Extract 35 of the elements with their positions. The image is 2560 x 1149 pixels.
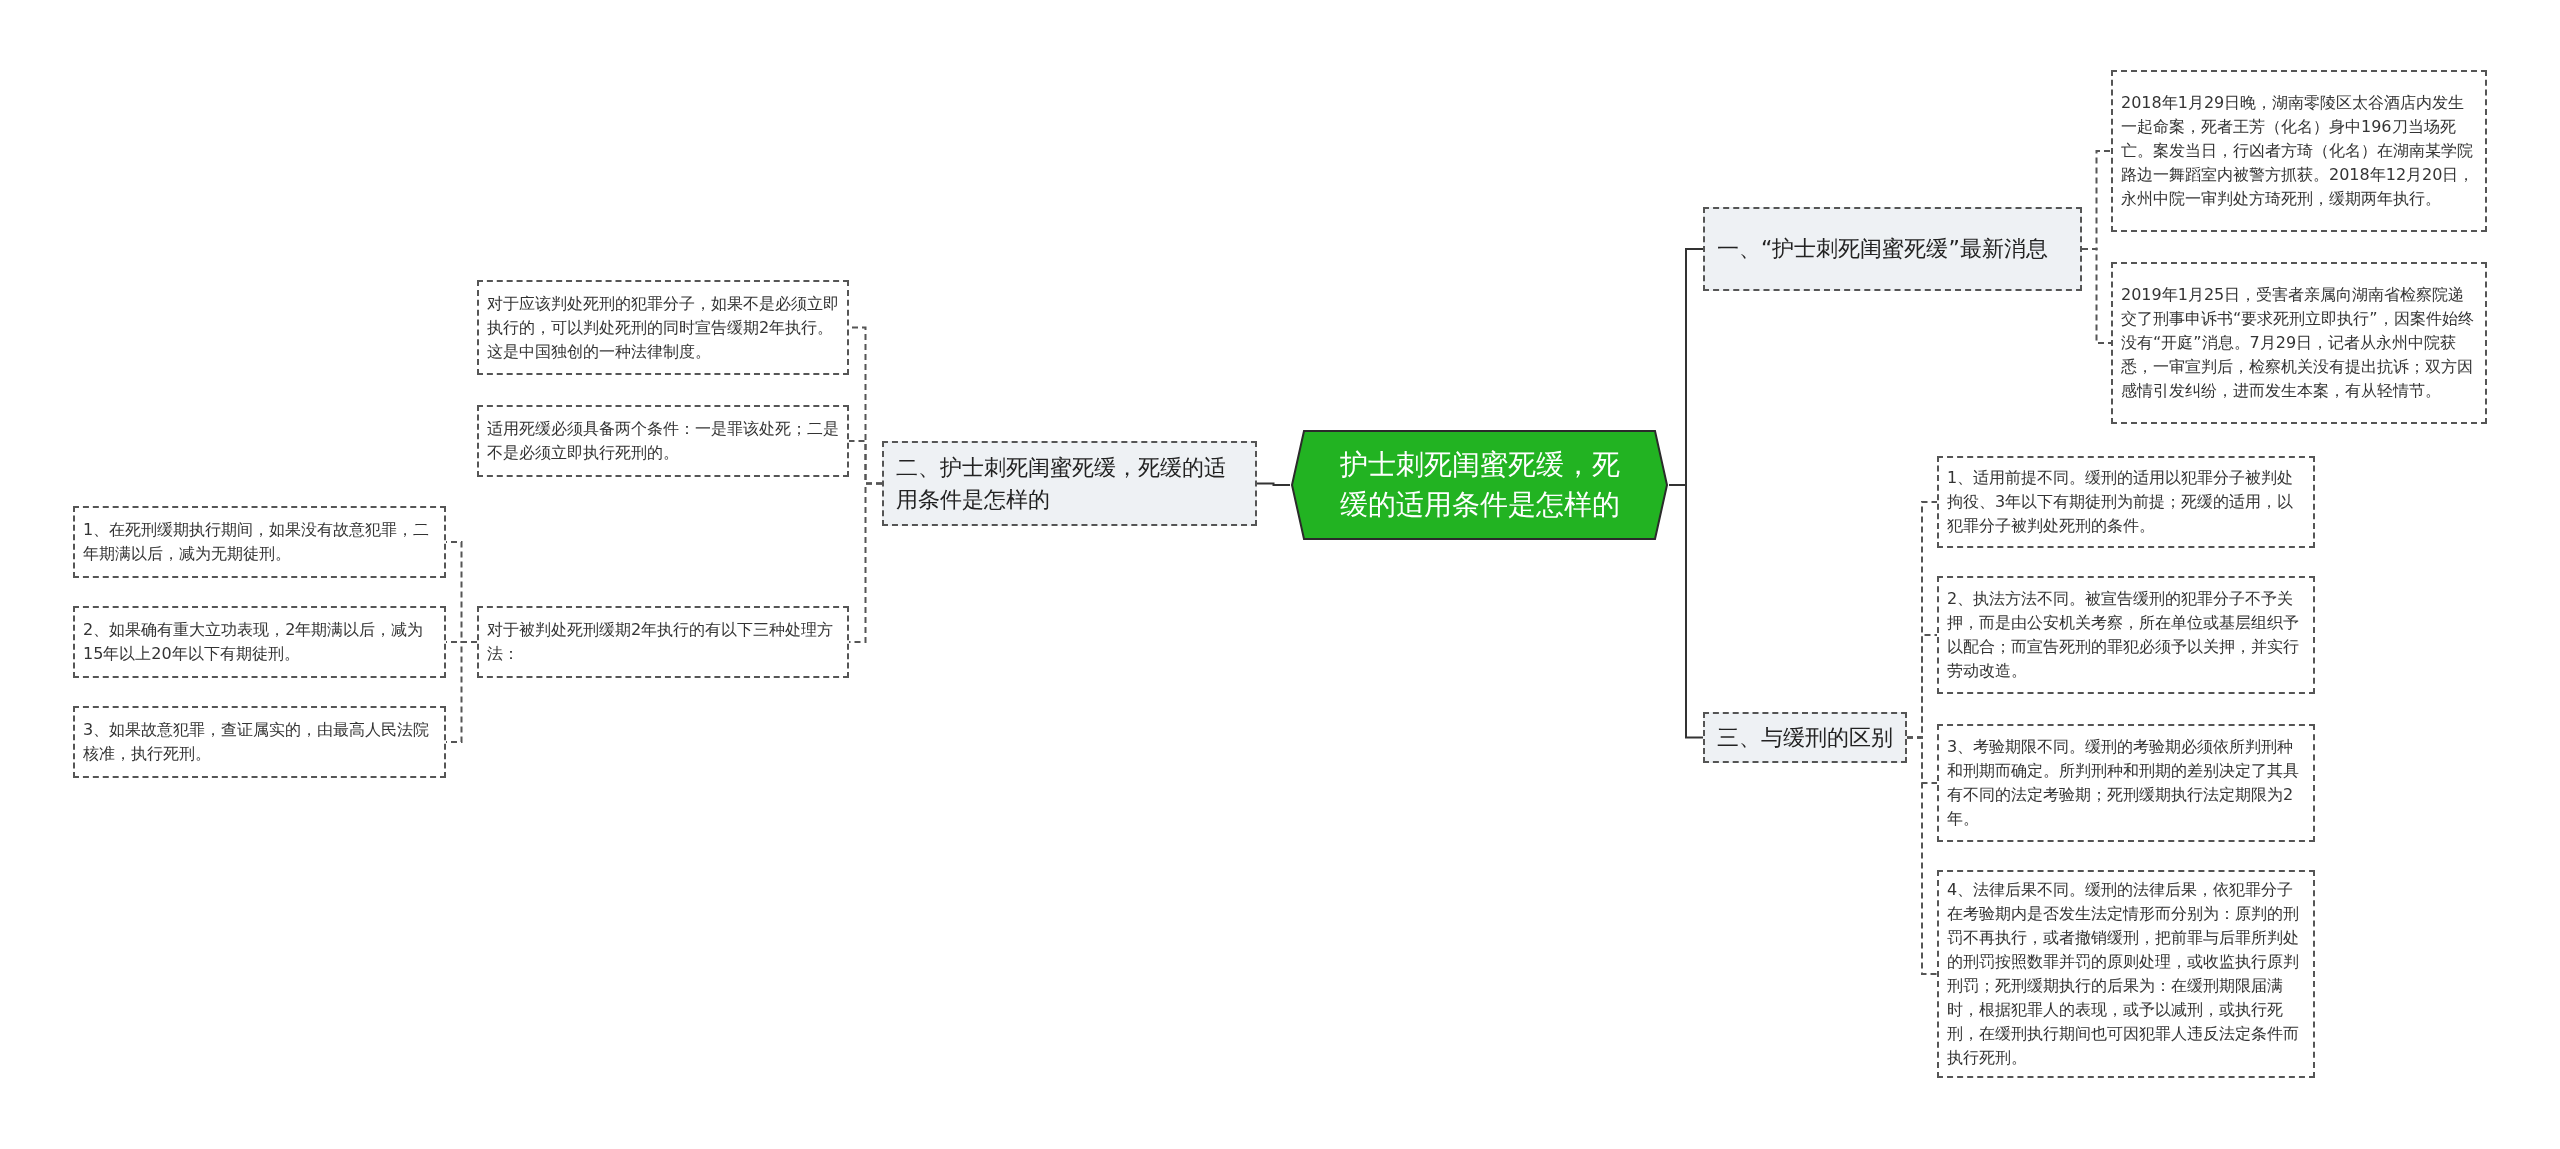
topic-hexagon [1290,429,1669,541]
note-box [1937,724,2315,842]
node-text: 3、考验期限不同。缓刑的考验期必须依所判刑种和刑期而确定。所判刑种和刑期的差别决定了其具有不同的法定考验期；死刑缓期执行法定期限为2年。 [1947,736,2300,830]
node-text: 1、在死刑缓期执行期间，如果没有故意犯罪，二年期满以后，减为无期徒刑。 [83,519,431,565]
node-text: 护士刺死闺蜜死缓，死缓的适用条件是怎样的 [1338,447,1621,523]
note-box [73,506,446,578]
note-box [477,280,849,375]
note-box [2111,262,2487,424]
note-box [2111,70,2487,232]
node-text: 2、如果确有重大立功表现，2年期满以后，减为15年以上20年以下有期徒刑。 [83,619,425,665]
node-text: 2、执法方法不同。被宣告缓刑的犯罪分子不予关押，而是由公安机关考察，所在单位或基层组织予以配合；而宣告死刑的罪犯必须予以关押，并实行劳动改造。 [1947,588,2300,682]
connector-line [2081,248,2112,344]
note-box [1937,576,2315,694]
node-text: 对于被判处死刑缓期2年执行的有以下三种处理方法： [487,619,835,665]
branch-topic [1703,712,1907,763]
node-text: 1、适用前提不同。缓刑的适用以犯罪分子被判处拘役、3年以下有期徒刑为前提；死缓的适用，以犯罪分子被判处死刑的条件。 [1947,467,2295,537]
node-text: 3、如果故意犯罪，查证属实的，由最高人民法院核准，执行死刑。 [83,719,431,765]
note-box [1937,456,2315,548]
connector-line [1256,482,1291,486]
branch-topic [1703,207,2082,291]
node-text: 2019年1月25日，受害者亲属向湖南省检察院递交了刑事申诉书“要求死刑立即执行”，因案件始终没有“开庭”消息。7月29日，记者从永州中院获悉，一审宣判后，检察机关没有提出抗诉；双方因感情引发纠纷，进而发生本案，有从轻情节。 [2121,284,2475,402]
note-box [477,405,849,477]
node-text: 4、法律后果不同。缓刑的法律后果，依犯罪分子在考验期内是否发生法定情形而分别为：原判的刑罚不再执行，或者撤销缓刑，把前罪与后罪所判处的刑罚按照数罪并罚的原则处理，或收监执行原判刑罚；死刑缓期执行的后果为：在缓刑期限届满时，根据犯罪人的表现，或予以减刑，或执行死刑，在缓刑执行期间也可因犯罪人违反法定条件而执行死刑。 [1947,879,2300,1069]
note-box [73,606,446,678]
node-text: 一、“护士刺死闺蜜死缓”最新消息 [1717,235,2048,263]
node-text: 三、与缓刑的区别 [1717,723,1893,752]
node-text: 适用死缓必须具备两个条件：一是罪该处死；二是不是必须立即执行死刑的。 [487,418,839,464]
connector-line [1906,736,1938,975]
branch-topic [882,441,1257,526]
note-box [477,606,849,678]
note-box [73,706,446,778]
node-text: 二、护士刺死闺蜜死缓，死缓的适用条件是怎样的 [896,453,1227,514]
node-text: 2018年1月29日晚，湖南零陵区太谷酒店内发生一起命案，死者王芳（化名）身中196刀当场死亡。案发当日，行凶者方琦（化名）在湖南某学院路边一舞蹈室内被警方抓获。2018年12月20日，永州中院一审判处方琦死刑，缓期两年执行。 [2121,92,2476,210]
connector-line [1668,484,1704,739]
node-text: 对于应该判处死刑的犯罪分子，如果不是必须立即执行的，可以判处死刑的同时宣告缓期2年执行。这是中国独创的一种法律制度。 [487,292,839,363]
